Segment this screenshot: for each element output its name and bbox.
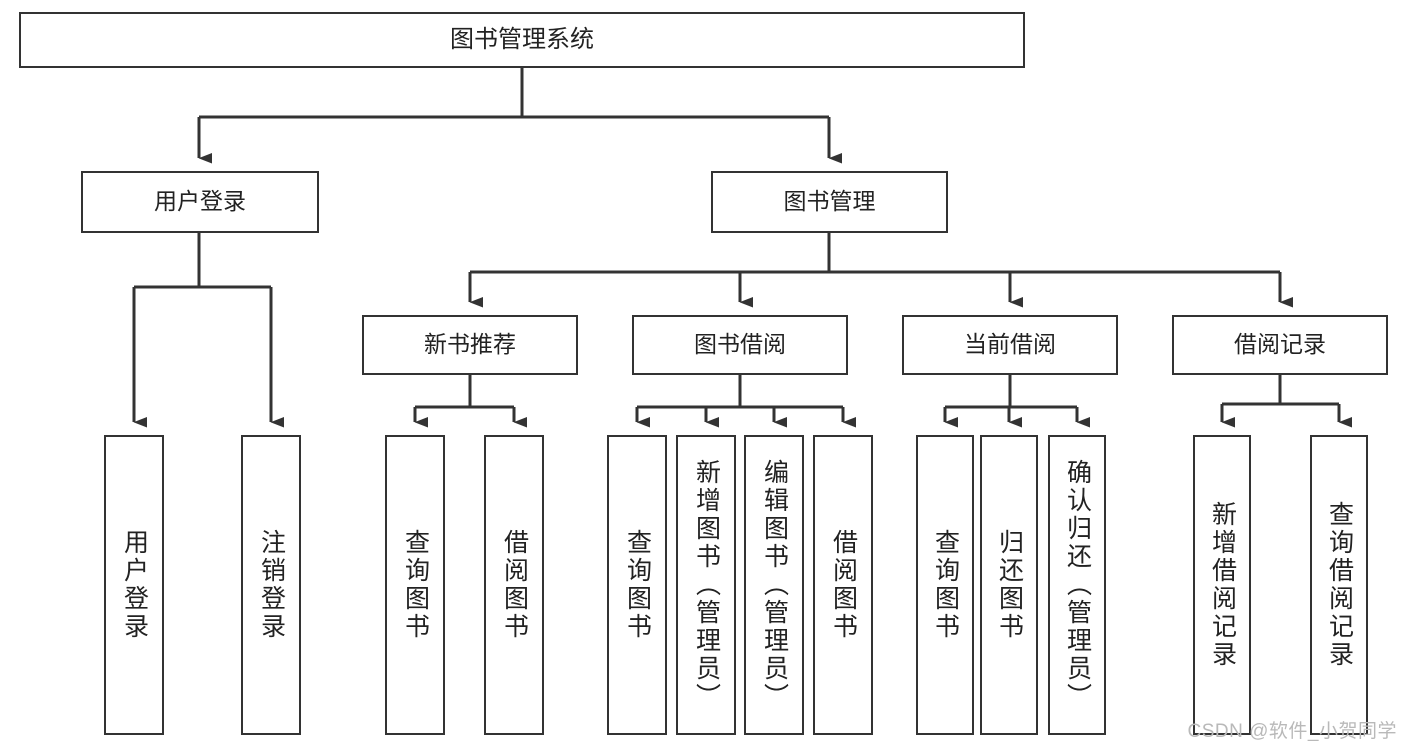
- node-leaf-query-borrow-record-label: 查询借阅记录: [1325, 501, 1354, 669]
- node-leaf-edit-book-admin[interactable]: 编辑图书（管理员）: [744, 435, 804, 735]
- node-leaf-edit-book-admin-label: 编辑图书（管理员）: [760, 459, 789, 711]
- node-level1-book-management-label: 图书管理: [783, 188, 876, 215]
- node-level2-book-borrow-label: 图书借阅: [694, 331, 786, 358]
- node-level2-current-borrow-label: 当前借阅: [964, 331, 1056, 358]
- node-leaf-borrow-book[interactable]: 借阅图书: [813, 435, 873, 735]
- node-level2-new-book-recommend-label: 新书推荐: [424, 331, 516, 358]
- node-leaf-borrow-book-label: 借阅图书: [829, 529, 858, 641]
- node-leaf-query-borrow-record[interactable]: 查询借阅记录: [1310, 435, 1368, 735]
- node-leaf-add-book-admin[interactable]: 新增图书（管理员）: [676, 435, 736, 735]
- node-level2-book-borrow[interactable]: 图书借阅: [632, 315, 848, 375]
- node-root-label: 图书管理系统: [450, 25, 594, 53]
- node-level2-new-book-recommend[interactable]: 新书推荐: [362, 315, 578, 375]
- node-leaf-query-book-borrow-label: 查询图书: [623, 529, 652, 641]
- node-level1-user-login-label: 用户登录: [154, 188, 246, 215]
- node-leaf-query-book-borrow[interactable]: 查询图书: [607, 435, 667, 735]
- node-leaf-logout[interactable]: 注销登录: [241, 435, 301, 735]
- node-level2-borrow-record[interactable]: 借阅记录: [1172, 315, 1388, 375]
- node-level1-book-management[interactable]: 图书管理: [711, 171, 948, 233]
- node-leaf-query-book-current-label: 查询图书: [931, 529, 960, 641]
- node-leaf-return-book[interactable]: 归还图书: [980, 435, 1038, 735]
- watermark: CSDN @软件_小贺同学: [1187, 721, 1397, 742]
- node-leaf-confirm-return-admin[interactable]: 确认归还（管理员）: [1048, 435, 1106, 735]
- node-leaf-confirm-return-admin-label: 确认归还（管理员）: [1063, 459, 1092, 711]
- node-leaf-query-book-new[interactable]: 查询图书: [385, 435, 445, 735]
- node-leaf-user-login[interactable]: 用户登录: [104, 435, 164, 735]
- node-level2-current-borrow[interactable]: 当前借阅: [902, 315, 1118, 375]
- node-leaf-return-book-label: 归还图书: [995, 529, 1024, 641]
- node-level2-borrow-record-label: 借阅记录: [1234, 331, 1326, 358]
- node-level1-user-login[interactable]: 用户登录: [81, 171, 319, 233]
- node-leaf-add-borrow-record-label: 新增借阅记录: [1208, 501, 1237, 669]
- node-root[interactable]: 图书管理系统: [19, 12, 1025, 68]
- node-leaf-add-book-admin-label: 新增图书（管理员）: [692, 459, 721, 711]
- node-leaf-borrow-book-new-label: 借阅图书: [500, 529, 529, 641]
- node-leaf-add-borrow-record[interactable]: 新增借阅记录: [1193, 435, 1251, 735]
- node-leaf-borrow-book-new[interactable]: 借阅图书: [484, 435, 544, 735]
- node-leaf-query-book-new-label: 查询图书: [401, 529, 430, 641]
- node-leaf-logout-label: 注销登录: [257, 529, 286, 641]
- node-leaf-query-book-current[interactable]: 查询图书: [916, 435, 974, 735]
- node-leaf-user-login-label: 用户登录: [120, 529, 149, 641]
